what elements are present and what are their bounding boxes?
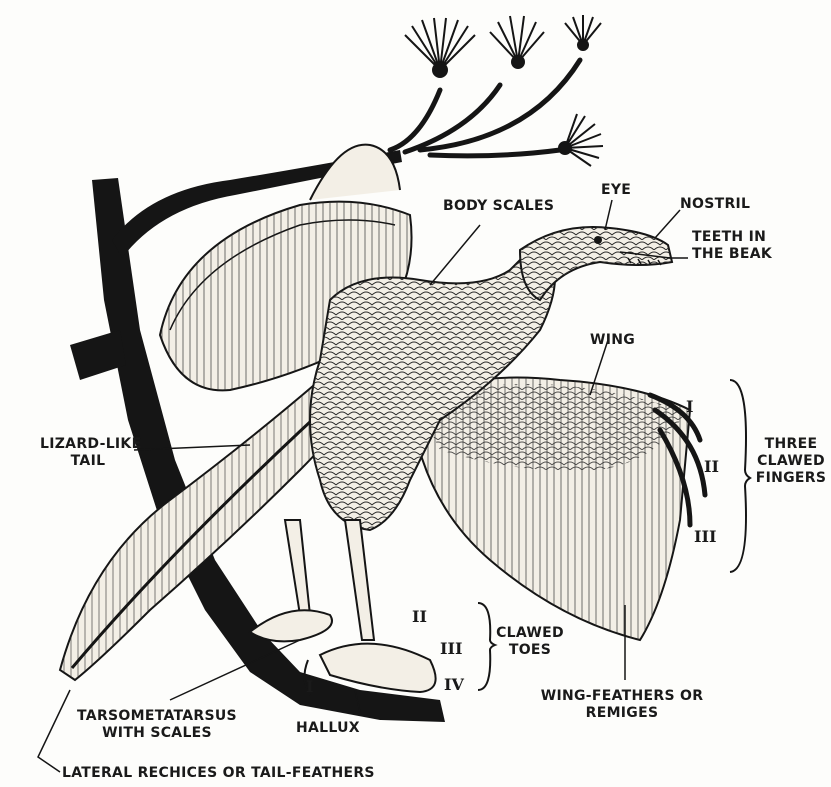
label-clawed-toes-line-2: TOES: [494, 642, 566, 659]
label-lizard-tail-line-2: TAIL: [40, 453, 136, 470]
head: [520, 227, 672, 300]
leaf-fronds: [405, 15, 603, 166]
label-three-fingers-line-1: THREE: [752, 436, 830, 453]
eye-dot: [594, 236, 602, 244]
finger-numeral-2: II: [704, 458, 719, 476]
finger-numeral-1: I: [686, 398, 693, 416]
label-wing-feathers-line-2: REMIGES: [532, 705, 712, 722]
label-wing-feathers-line-1: WING-FEATHERS OR: [532, 688, 712, 705]
toe-numeral-2: II: [412, 608, 427, 626]
label-three-fingers-line-3: FINGERS: [752, 470, 830, 487]
label-teeth-line-1: TEETH IN: [692, 229, 766, 246]
toe-numeral-3: III: [440, 640, 462, 658]
finger-numeral-3: III: [694, 528, 716, 546]
label-teeth-line-2: THE BEAK: [692, 246, 772, 263]
toe-numeral-4: IV: [444, 676, 464, 694]
label-tarsometatarsus-line-1: TARSOMETATARSUS: [62, 708, 252, 725]
label-lizard-tail-line-1: LIZARD-LIKE: [40, 436, 136, 453]
label-lateral-rechices: LATERAL RECHICES OR TAIL-FEATHERS: [62, 765, 375, 782]
label-clawed-toes-line-1: CLAWED: [494, 625, 566, 642]
label-three-fingers-line-2: CLAWED: [752, 453, 830, 470]
label-wing: WING: [590, 332, 635, 349]
label-nostril: NOSTRIL: [680, 196, 750, 213]
label-eye: EYE: [601, 182, 631, 199]
label-hallux: HALLUX: [296, 720, 360, 737]
label-tarsometatarsus-line-2: WITH SCALES: [62, 725, 252, 742]
right-wing: [410, 378, 705, 641]
toe-numeral-1: I: [306, 678, 313, 696]
label-body-scales: BODY SCALES: [443, 198, 554, 215]
